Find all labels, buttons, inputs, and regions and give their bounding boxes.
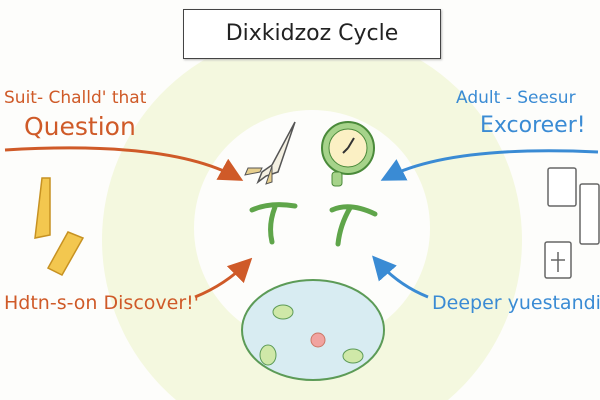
cell-icon — [241, 279, 385, 381]
arrow-top-left — [4, 146, 244, 181]
right-top-heading: Excoreer! — [480, 113, 586, 138]
left-bottom-label: Hdtn-s-on Discover!' — [4, 292, 199, 314]
crayons-icon — [34, 177, 85, 276]
documents-icon — [544, 167, 600, 279]
arrow-bottom-right — [372, 255, 429, 299]
arrow-bottom-left — [194, 257, 253, 299]
stopwatch-icon — [321, 121, 375, 187]
diagram-title: Dixkidzoz Cycle — [183, 9, 441, 59]
arrow-top-right — [380, 149, 599, 181]
left-top-heading: Question — [24, 112, 136, 141]
right-bottom-label: Deeper yuestanding — [432, 292, 600, 314]
left-top-label: Suit- Challd' that — [4, 88, 147, 108]
right-top-label: Adult - Seesur — [456, 88, 576, 108]
rocket-icon — [244, 121, 296, 185]
sprout-icons — [249, 202, 378, 247]
